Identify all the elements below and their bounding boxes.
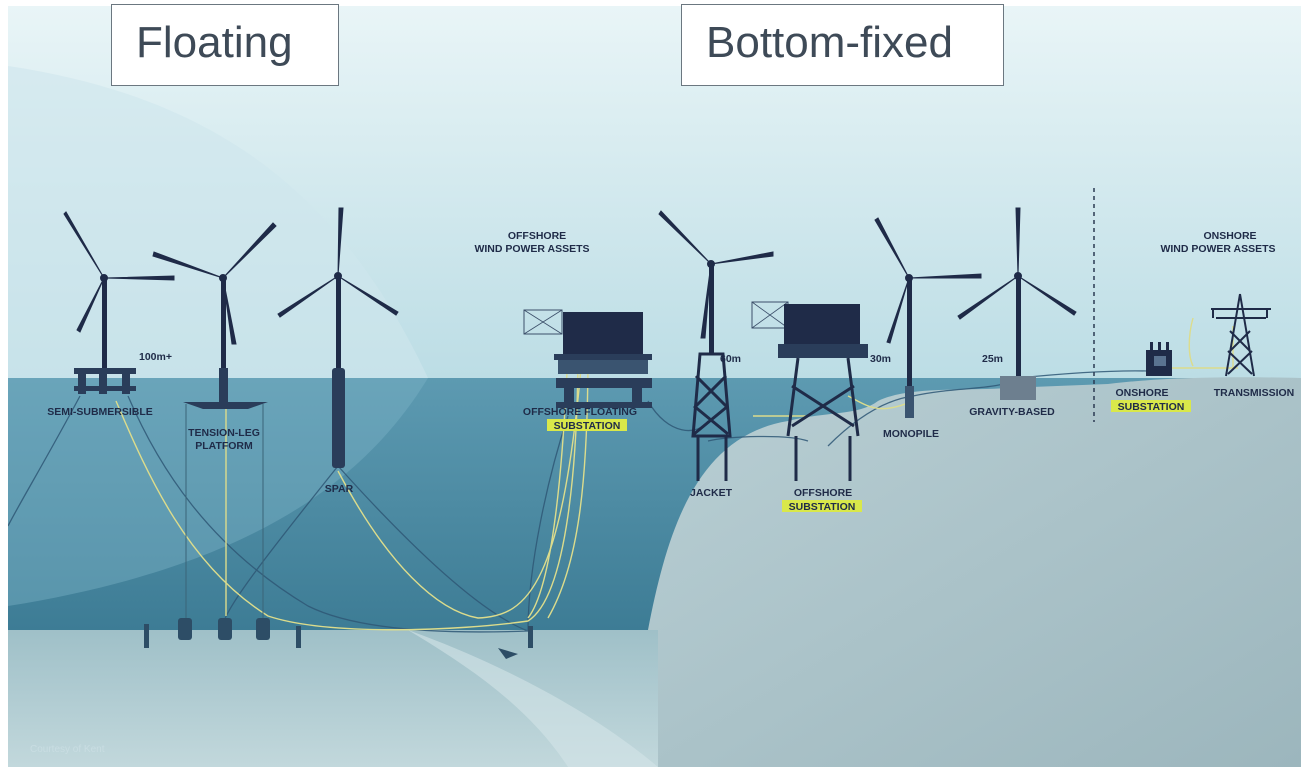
label-onshore-section-2: WIND POWER ASSETS	[1160, 243, 1275, 255]
floor-swoosh	[408, 630, 658, 767]
label-monopile: MONOPILE	[883, 428, 939, 440]
depth-monopile: 30m	[870, 353, 891, 365]
label-gravity-based: GRAVITY-BASED	[969, 406, 1055, 418]
label-spar: SPAR	[325, 483, 354, 495]
label-onshore-substation-1: ONSHORE	[1115, 387, 1168, 399]
seabed-slope	[648, 377, 1301, 767]
highlight-onshore-substation	[1111, 400, 1191, 412]
credit-text: Courtesy of Kent	[30, 744, 105, 755]
depth-jacket: 60m	[720, 353, 741, 365]
mooring-lines	[185, 404, 264, 622]
sea-light-band	[8, 378, 428, 606]
label-offshore-substation-1: OFFSHORE	[794, 487, 852, 499]
onshore-substation	[1146, 342, 1172, 376]
depth-gravity: 25m	[982, 353, 1003, 365]
turbine-tension-leg	[152, 222, 277, 368]
label-offshore-substation-2: SUBSTATION	[789, 501, 856, 513]
label-offshore-section-2: WIND POWER ASSETS	[474, 243, 589, 255]
depth-floating: 100m+	[139, 351, 172, 363]
label-transmission: TRANSMISSION	[1214, 387, 1295, 399]
spar-buoy	[332, 368, 345, 468]
highlight-offshore-substation	[782, 500, 862, 512]
label-onshore-substation-2: SUBSTATION	[1118, 401, 1185, 413]
offshore-floating-substation	[523, 309, 652, 408]
sky-swoosh	[8, 66, 428, 378]
label-tension-leg-1: TENSION-LEG	[188, 427, 260, 439]
turbine-gravity-based	[957, 207, 1077, 400]
turbine-semi-submersible	[63, 211, 175, 376]
semi-submersible-platform	[74, 368, 136, 394]
heading-bottom-fixed: Bottom-fixed	[706, 18, 953, 67]
transmission-tower	[1211, 293, 1271, 377]
label-semi-submersible: SEMI-SUBMERSIBLE	[47, 406, 153, 418]
offshore-substation	[751, 301, 868, 481]
seabed-anchors	[144, 618, 533, 659]
turbine-spar	[277, 207, 399, 368]
offshore-wind-diagram: OFFSHORE WIND POWER ASSETS ONSHORE WIND …	[8, 6, 1301, 767]
label-onshore-section-1: ONSHORE	[1203, 230, 1256, 242]
heading-floating-box: Floating	[111, 4, 339, 86]
label-tension-leg-2: PLATFORM	[195, 440, 253, 452]
label-floating-substation-2: SUBSTATION	[554, 420, 621, 432]
jacket-foundation	[691, 352, 732, 481]
tension-leg-platform	[183, 368, 268, 409]
label-floating-substation-1: OFFSHORE FLOATING	[523, 406, 637, 418]
label-jacket: JACKET	[690, 487, 733, 499]
heading-floating: Floating	[136, 18, 293, 67]
turbine-monopile	[874, 217, 982, 418]
label-offshore-section-1: OFFSHORE	[508, 230, 566, 242]
turbine-jacket	[658, 210, 774, 354]
heading-bottom-fixed-box: Bottom-fixed	[681, 4, 1004, 86]
highlight-floating-substation	[547, 419, 627, 431]
